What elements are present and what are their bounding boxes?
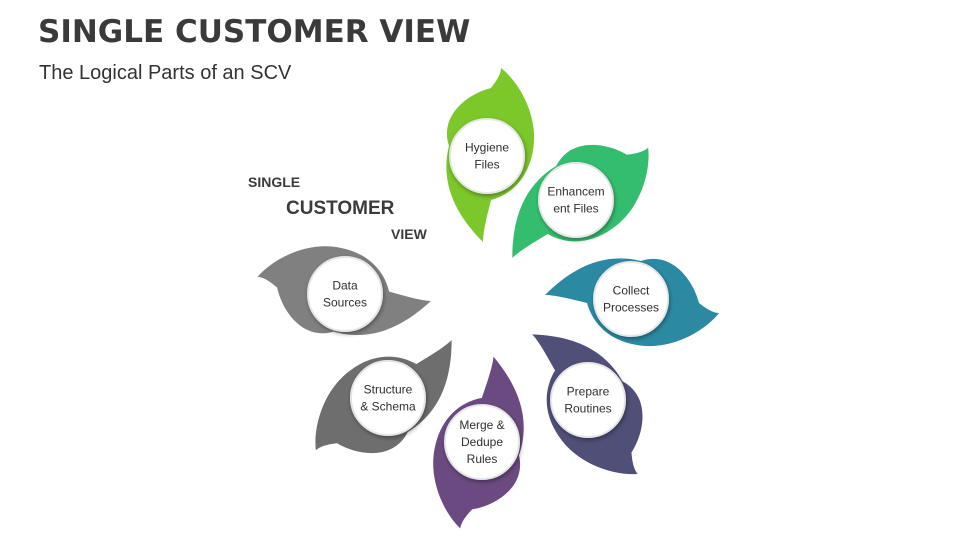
node-circle bbox=[307, 256, 383, 332]
node-label: Files bbox=[474, 158, 499, 172]
node-circle bbox=[444, 404, 520, 480]
node-label: Hygiene bbox=[465, 141, 509, 155]
node-label: ent Files bbox=[553, 202, 598, 216]
slide-subtitle: The Logical Parts of an SCV bbox=[39, 62, 292, 84]
node-label: Prepare bbox=[567, 385, 610, 399]
slide-title: SINGLE CUSTOMER VIEW bbox=[38, 14, 471, 50]
node-label: & Schema bbox=[360, 400, 416, 414]
center-label-view: VIEW bbox=[391, 226, 427, 242]
node-label: Merge & bbox=[459, 418, 504, 432]
node-label: Collect bbox=[613, 284, 650, 298]
node-label: Dedupe bbox=[461, 435, 503, 449]
petal-node: Enhancem ent Files bbox=[512, 145, 649, 258]
node-circle bbox=[350, 360, 426, 436]
node-label: Sources bbox=[323, 296, 367, 310]
node-circle bbox=[593, 261, 669, 337]
petal-node: Structure & Schema bbox=[315, 340, 452, 453]
node-label: Rules bbox=[467, 452, 498, 466]
node-circle bbox=[449, 118, 525, 194]
node-label: Data bbox=[332, 279, 358, 293]
node-circle bbox=[538, 162, 614, 238]
center-label-customer: CUSTOMER bbox=[286, 198, 395, 219]
center-label-single: SINGLE bbox=[248, 174, 301, 190]
node-label: Routines bbox=[564, 402, 611, 416]
node-label: Enhancem bbox=[547, 185, 604, 199]
node-label: Processes bbox=[603, 301, 659, 315]
node-circle bbox=[550, 362, 626, 438]
node-label: Structure bbox=[364, 383, 413, 397]
